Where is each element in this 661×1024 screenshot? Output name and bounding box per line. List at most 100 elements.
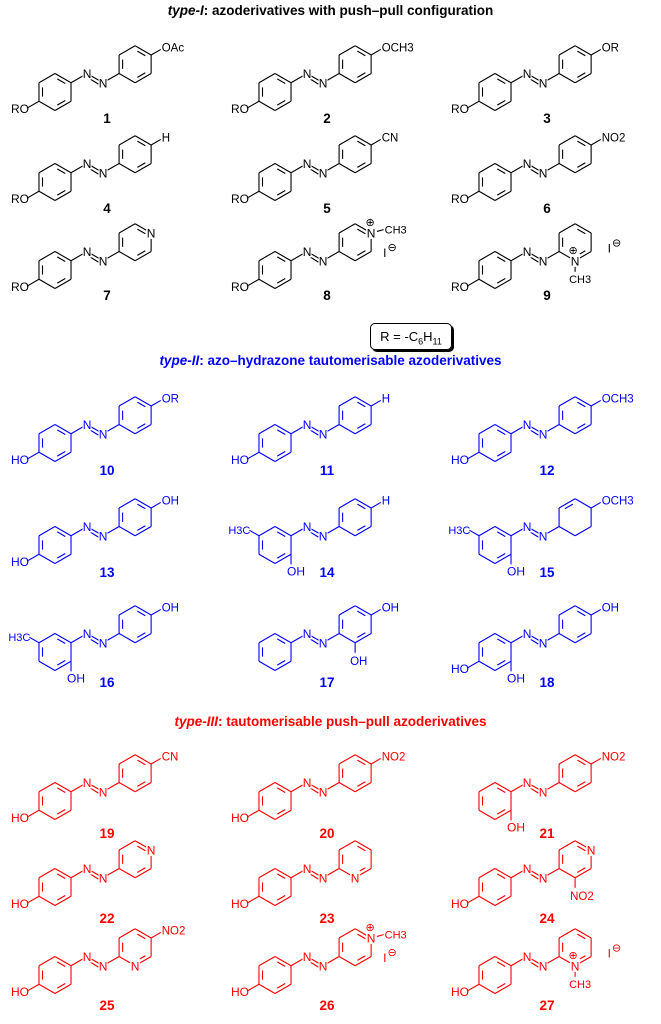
bonds	[246, 135, 382, 201]
bond	[246, 809, 260, 818]
bond	[357, 228, 366, 235]
label-mask	[522, 861, 532, 875]
ring-nitrogen-label: N	[367, 227, 376, 241]
bond	[137, 933, 146, 940]
bond	[496, 429, 506, 435]
bond	[338, 396, 356, 407]
bond	[276, 873, 286, 879]
label-mask	[318, 426, 328, 440]
bond	[134, 424, 152, 435]
bond	[249, 529, 260, 537]
label-mask	[522, 244, 532, 258]
bond	[577, 759, 586, 766]
bond	[118, 840, 136, 851]
bond	[357, 503, 366, 510]
azo-nitrogen-label: N	[99, 529, 108, 543]
label-mask	[538, 165, 548, 179]
label-masks	[69, 626, 108, 685]
bond	[134, 498, 152, 509]
bond	[56, 809, 66, 815]
azo-nitrogen-label: N	[523, 67, 532, 81]
bond	[577, 933, 586, 940]
label-mask	[318, 165, 328, 179]
type-i-label: type-I	[167, 3, 204, 18]
azo-nitrogen-label: N	[539, 166, 548, 180]
bond	[370, 501, 382, 509]
label-masks	[302, 417, 328, 440]
bond	[558, 73, 576, 84]
azo-nitrogen-label: N	[539, 636, 548, 650]
bond	[354, 424, 372, 435]
bond	[469, 529, 480, 537]
bond	[494, 451, 512, 462]
azo-nitrogen-label: N	[303, 950, 312, 964]
label-mask	[302, 156, 312, 170]
label-mask	[522, 626, 532, 640]
bond	[56, 256, 66, 262]
bond	[338, 424, 356, 435]
azo-nitrogen-label: N	[99, 166, 108, 180]
bond	[496, 190, 506, 196]
bond	[558, 633, 576, 644]
label-mask	[318, 784, 328, 798]
left-substituent: HO	[451, 453, 469, 467]
bond	[357, 610, 366, 617]
label-mask	[572, 887, 591, 901]
bond	[496, 873, 506, 879]
type-ii-description: : azo–hydrazone tautomerisable azoderiva…	[199, 353, 502, 368]
bond	[54, 956, 72, 967]
bond	[590, 138, 602, 146]
r-def-sub2: 11	[432, 336, 442, 347]
bond	[134, 163, 152, 174]
bond	[494, 190, 512, 201]
ortho-hydroxy-label: OH	[507, 820, 525, 834]
bond	[478, 100, 496, 111]
bond	[26, 190, 40, 199]
para-substituent: CN	[382, 132, 399, 144]
compound-number: 3	[543, 111, 551, 126]
bond	[357, 50, 366, 57]
bond	[54, 100, 72, 111]
label-masks	[509, 626, 548, 685]
bond	[558, 754, 576, 765]
bond	[494, 895, 512, 906]
bond	[558, 526, 576, 537]
bond	[276, 638, 286, 644]
bond	[54, 983, 72, 994]
left-substituent: RO	[231, 280, 249, 294]
label-mask	[82, 626, 92, 640]
bond	[258, 73, 276, 84]
left-substituent: HO	[231, 985, 249, 999]
label-masks	[82, 949, 141, 972]
bond	[276, 451, 286, 457]
label-mask	[522, 519, 532, 533]
bond	[478, 451, 496, 462]
bond	[134, 605, 152, 616]
azo-nitrogen-label: N	[523, 862, 532, 876]
bond	[26, 278, 40, 287]
bond	[134, 45, 152, 56]
iodide-label: I	[383, 951, 386, 965]
label-masks	[522, 417, 548, 440]
bond	[338, 754, 356, 765]
para-substituent: NO2	[602, 751, 626, 763]
azo-nitrogen-label: N	[99, 254, 108, 268]
azo-nitrogen-label: N	[523, 776, 532, 790]
azo-nitrogen-label: N	[303, 418, 312, 432]
azo-nitrogen-label: N	[83, 67, 92, 81]
bond	[577, 632, 586, 638]
bond	[29, 636, 40, 644]
bond	[258, 895, 276, 906]
bond	[137, 845, 146, 852]
